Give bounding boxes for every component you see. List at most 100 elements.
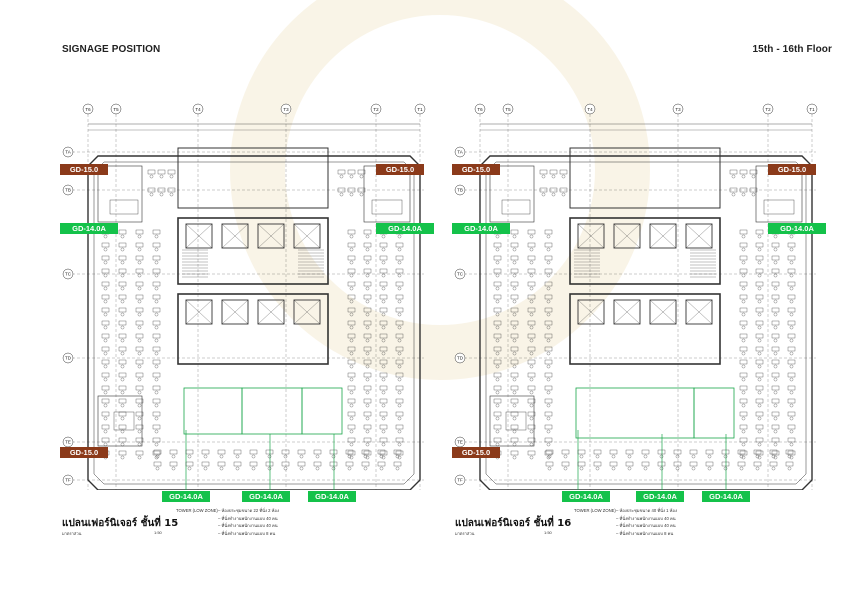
- workstation-desk: [348, 170, 355, 174]
- meeting-table: [110, 200, 138, 214]
- workstation-chair: [530, 313, 533, 316]
- workstation-chair: [382, 430, 385, 433]
- workstation-chair: [155, 456, 158, 459]
- workstation-chair: [366, 287, 369, 290]
- workstation-desk: [136, 334, 143, 338]
- workstation-desk: [153, 295, 160, 299]
- sign-tag-gd-14-0a: GD-14.0A: [702, 491, 750, 502]
- workstation-desk: [528, 230, 535, 234]
- workstation-chair: [612, 467, 615, 470]
- workstation-desk: [102, 438, 109, 442]
- workstation-chair: [382, 443, 385, 446]
- workstation-desk: [545, 360, 552, 364]
- workstation-chair: [513, 352, 516, 355]
- workstation-chair: [513, 248, 516, 251]
- workstation-chair: [121, 378, 124, 381]
- workstation-chair: [398, 443, 401, 446]
- workstation-desk: [136, 360, 143, 364]
- workstation-desk: [153, 386, 160, 390]
- workstation-desk: [772, 412, 779, 416]
- meeting-room: [694, 388, 734, 438]
- workstation-desk: [380, 295, 387, 299]
- workstation-chair: [350, 326, 353, 329]
- workstation-desk: [396, 269, 403, 273]
- workstation-chair: [366, 235, 369, 238]
- workstation-chair: [513, 339, 516, 342]
- lift-core: [178, 294, 328, 364]
- workstation-desk: [511, 451, 518, 455]
- workstation-desk: [396, 425, 403, 429]
- workstation-chair: [530, 365, 533, 368]
- workstation-chair: [398, 352, 401, 355]
- workstation-chair: [170, 175, 173, 178]
- workstation-chair: [756, 467, 759, 470]
- workstation-chair: [350, 378, 353, 381]
- workstation-chair: [360, 193, 363, 196]
- workstation-desk: [153, 425, 160, 429]
- workstation-desk: [119, 451, 126, 455]
- workstation-desk: [740, 399, 747, 403]
- workstation-chair: [513, 456, 516, 459]
- workstation-chair: [104, 352, 107, 355]
- scale-value: 1:50: [544, 530, 552, 535]
- workstation-desk: [119, 347, 126, 351]
- workstation-chair: [496, 235, 499, 238]
- workstation-desk: [740, 373, 747, 377]
- workstation-chair: [740, 467, 743, 470]
- workstation-chair: [348, 467, 351, 470]
- workstation-chair: [188, 455, 191, 458]
- workstation-chair: [742, 417, 745, 420]
- workstation-desk: [511, 347, 518, 351]
- workstation-chair: [104, 235, 107, 238]
- sign-tag-gd-14-0a: GD-14.0A: [562, 491, 610, 502]
- grid-column-label: T6: [477, 107, 483, 112]
- workstation-chair: [104, 287, 107, 290]
- workstation-chair: [398, 313, 401, 316]
- workstation-desk: [396, 451, 403, 455]
- workstation-desk: [772, 256, 779, 260]
- workstation-desk: [730, 170, 737, 174]
- workstation-chair: [121, 404, 124, 407]
- workstation-desk: [740, 269, 747, 273]
- workstation-chair: [138, 391, 141, 394]
- workstation-chair: [547, 391, 550, 394]
- workstation-chair: [398, 274, 401, 277]
- workstation-chair: [547, 313, 550, 316]
- floor-plan-drawing: T6T5T4T3T2T1TATBTCTDTETF: [450, 100, 840, 490]
- workstation-desk: [396, 347, 403, 351]
- workstation-desk: [528, 360, 535, 364]
- workstation-desk: [153, 230, 160, 234]
- workstation-chair: [121, 339, 124, 342]
- workstation-chair: [398, 248, 401, 251]
- workstation-chair: [380, 455, 383, 458]
- workstation-chair: [732, 193, 735, 196]
- workstation-chair: [348, 455, 351, 458]
- workstation-chair: [742, 352, 745, 355]
- workstation-chair: [138, 235, 141, 238]
- workstation-desk: [511, 308, 518, 312]
- workstation-chair: [530, 378, 533, 381]
- workstation-desk: [674, 450, 681, 454]
- workstation-chair: [530, 339, 533, 342]
- workstation-chair: [742, 443, 745, 446]
- workstation-desk: [153, 256, 160, 260]
- workstation-chair: [790, 378, 793, 381]
- workstation-desk: [396, 334, 403, 338]
- workstation-desk: [102, 386, 109, 390]
- workstation-chair: [160, 175, 163, 178]
- workstation-chair: [774, 326, 777, 329]
- workstation-chair: [742, 365, 745, 368]
- workstation-chair: [366, 430, 369, 433]
- workstation-desk: [756, 347, 763, 351]
- workstation-chair: [513, 326, 516, 329]
- grid-row-label: TF: [65, 478, 71, 483]
- workstation-desk: [788, 334, 795, 338]
- lift-core: [570, 294, 720, 364]
- workstation-chair: [121, 430, 124, 433]
- workstation-desk: [364, 269, 371, 273]
- workstation-chair: [350, 175, 353, 178]
- workstation-chair: [530, 391, 533, 394]
- workstation-chair: [790, 313, 793, 316]
- workstation-desk: [153, 282, 160, 286]
- workstation-desk: [136, 321, 143, 325]
